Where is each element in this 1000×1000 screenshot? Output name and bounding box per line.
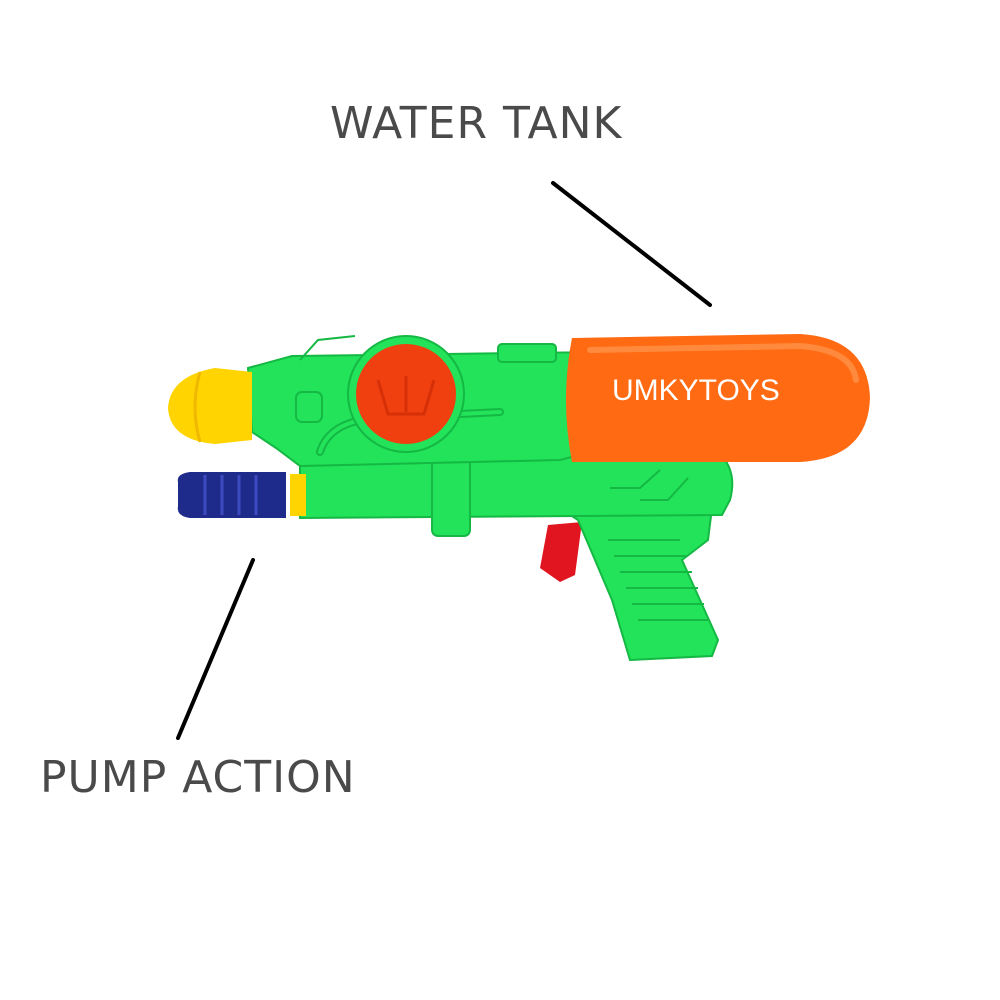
pump-handle bbox=[290, 474, 306, 516]
water-tank bbox=[566, 334, 870, 462]
trigger bbox=[540, 522, 582, 582]
brand-text: UMKYTOYS bbox=[612, 374, 780, 407]
water-gun-icon: UMKYTOYS bbox=[168, 334, 870, 662]
pump-action-leader-line bbox=[176, 558, 255, 740]
water-tank-label: WATER TANK bbox=[330, 98, 623, 149]
grip bbox=[556, 507, 720, 662]
water-tank-leader-line bbox=[551, 181, 712, 307]
pump-action-label: PUMP ACTION bbox=[40, 752, 356, 803]
nozzle bbox=[168, 368, 252, 444]
